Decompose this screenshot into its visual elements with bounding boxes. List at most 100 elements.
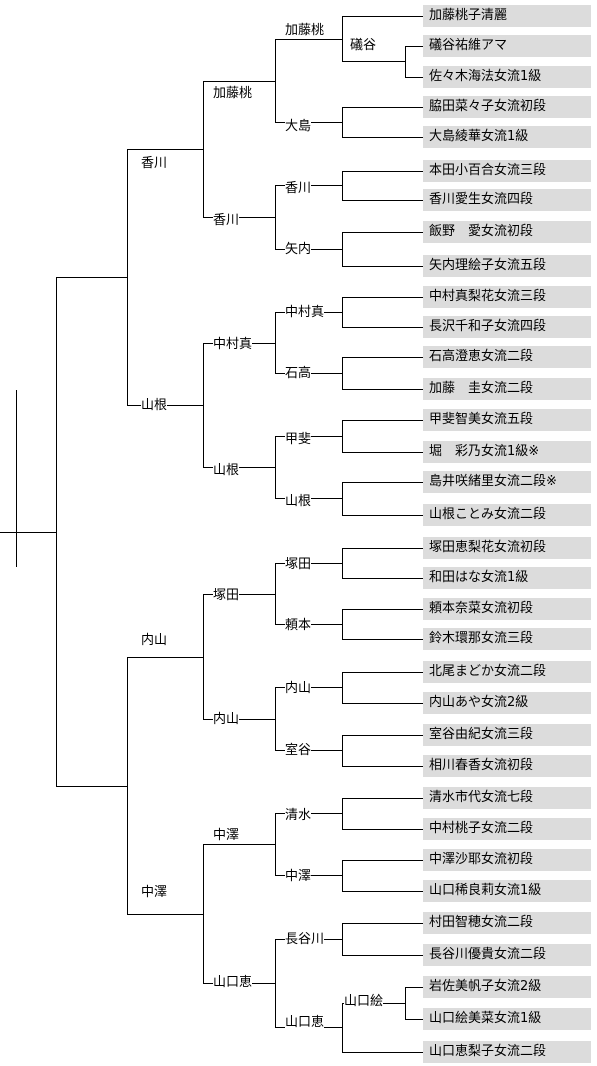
bracket-line (342, 578, 423, 579)
bracket-line (127, 657, 203, 658)
bracket-label: 中澤 (141, 885, 168, 901)
bracket-line (342, 860, 423, 861)
player-entry: 塚田恵梨花女流初段 (423, 537, 591, 559)
bracket-line (342, 357, 343, 390)
bracket-line (342, 1003, 343, 1053)
bracket-line (275, 436, 276, 499)
bracket-label: 加藤桃 (213, 86, 253, 102)
bracket-label: 清水 (285, 808, 312, 824)
bracket-label: 頼本 (285, 618, 312, 634)
player-entry: 北尾まどか女流二段 (423, 661, 591, 683)
bracket-line (127, 149, 128, 406)
bracket-label: 中村真 (213, 337, 253, 353)
bracket-line (342, 609, 423, 610)
bracket-line (342, 923, 343, 956)
player-entry: 中村真梨花女流三段 (423, 286, 591, 308)
bracket-line (342, 297, 343, 328)
player-entry: 山根ことみ女流二段 (423, 504, 591, 526)
bracket-line (342, 548, 343, 579)
player-entry: 島井咲緒里女流二段※ (423, 471, 591, 493)
player-entry: 相川春香女流初段 (423, 755, 591, 777)
bracket-line (275, 939, 276, 1028)
player-entry: 礒谷祐維アマ (423, 35, 591, 57)
bracket-label: 礒谷 (350, 38, 377, 54)
bracket-label: 香川 (213, 213, 240, 229)
bracket-label: 矢内 (285, 242, 312, 258)
bracket-line (342, 297, 423, 298)
bracket-line (342, 389, 423, 390)
player-entry: 鈴木環那女流三段 (423, 628, 591, 650)
player-entry: 岩佐美帆子女流2級 (423, 976, 591, 998)
player-entry: 長谷川優貴女流二段 (423, 944, 591, 966)
bracket-line (342, 955, 423, 956)
bracket-line (405, 987, 423, 988)
bracket-label: 中澤 (213, 828, 240, 844)
player-entry: 内山あや女流2級 (423, 692, 591, 714)
bracket-line (127, 149, 203, 150)
bracket-label: 石高 (285, 366, 312, 382)
bracket-label: 塚田 (285, 557, 312, 573)
bracket-line (203, 343, 204, 468)
player-entry: 佐々木海法女流1級 (423, 66, 591, 88)
bracket-line (203, 81, 275, 82)
bracket-line (405, 46, 423, 47)
player-entry: 山口恵梨子女流二段 (423, 1041, 591, 1063)
bracket-line (342, 766, 423, 767)
bracket-line (342, 735, 343, 767)
bracket-line (56, 786, 127, 787)
bracket-line (342, 16, 423, 17)
bracket-label: 内山 (213, 712, 240, 728)
bracket-label: 山根 (141, 398, 168, 414)
player-entry: 香川愛生女流四段 (423, 189, 591, 211)
bracket-label: 内山 (285, 681, 312, 697)
bracket-line (16, 390, 17, 567)
bracket-line (342, 232, 423, 233)
bracket-line (342, 672, 343, 704)
bracket-line (342, 482, 423, 483)
bracket-label: 中澤 (285, 869, 312, 885)
bracket-label: 山根 (285, 494, 312, 510)
bracket-line (203, 81, 204, 218)
bracket-line (342, 61, 405, 62)
bracket-line (56, 277, 127, 278)
bracket-line (405, 46, 406, 78)
bracket-line (342, 639, 423, 640)
bracket-line (342, 891, 423, 892)
bracket-line (0, 532, 56, 533)
player-entry: 中澤沙耶女流初段 (423, 849, 591, 871)
bracket-line (405, 987, 406, 1020)
bracket-line (342, 798, 423, 799)
player-entry: 長沢千和子女流四段 (423, 316, 591, 338)
bracket-line (127, 914, 203, 915)
bracket-label: 塚田 (213, 588, 240, 604)
bracket-line (342, 548, 423, 549)
bracket-line (275, 185, 276, 250)
bracket-line (342, 860, 343, 892)
player-entry: 中村桃子女流二段 (423, 818, 591, 840)
bracket-line (342, 420, 423, 421)
player-entry: 矢内理絵子女流五段 (423, 255, 591, 277)
player-entry: 脇田菜々子女流初段 (423, 96, 591, 118)
bracket-line (275, 563, 276, 625)
bracket-line (342, 107, 423, 108)
bracket-line (275, 687, 276, 751)
bracket-label: 山口恵 (213, 975, 253, 991)
bracket-line (203, 844, 204, 984)
bracket-line (56, 277, 57, 787)
bracket-label: 山口恵 (285, 1015, 325, 1031)
bracket-line (342, 171, 423, 172)
bracket-line (342, 266, 423, 267)
bracket-line (405, 77, 423, 78)
bracket-line (342, 327, 423, 328)
bracket-line (342, 482, 343, 516)
bracket-line (405, 1019, 423, 1020)
bracket-line (203, 844, 275, 845)
player-entry: 和田はな女流1級 (423, 567, 591, 589)
bracket-line (342, 703, 423, 704)
player-entry: 清水市代女流七段 (423, 787, 591, 809)
bracket-line (275, 312, 276, 374)
bracket-label: 室谷 (285, 743, 312, 759)
player-entry: 頼本奈菜女流初段 (423, 598, 591, 620)
bracket-line (342, 515, 423, 516)
